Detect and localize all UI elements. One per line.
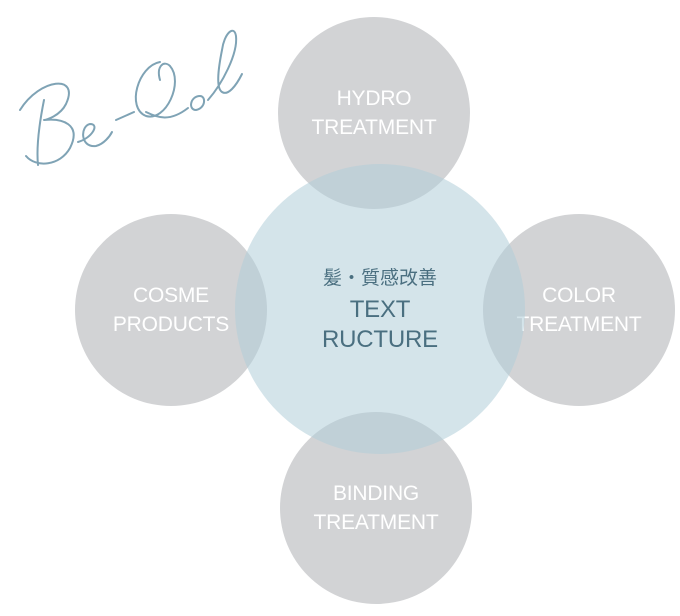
- cosme-label-line1: COSME: [132, 284, 209, 307]
- center-label-line1: TEXT: [349, 296, 411, 323]
- hydro-label-line1: HYDRO: [336, 87, 412, 110]
- hydro-label-line2: TREATMENT: [311, 116, 437, 139]
- texture-center-circle: 髪・質感改善 TEXT RUCTURE: [235, 164, 525, 454]
- center-japanese-label: 髪・質感改善: [322, 267, 437, 289]
- center-label-line2: RUCTURE: [322, 326, 438, 353]
- be-qol-logo: [19, 29, 243, 166]
- binding-label-line1: BINDING: [332, 482, 420, 505]
- binding-label-line2: TREATMENT: [313, 511, 439, 534]
- color-label-line1: COLOR: [542, 284, 616, 307]
- color-label-line2: TREATMENT: [516, 313, 642, 336]
- cosme-label-line2: PRODUCTS: [112, 313, 230, 336]
